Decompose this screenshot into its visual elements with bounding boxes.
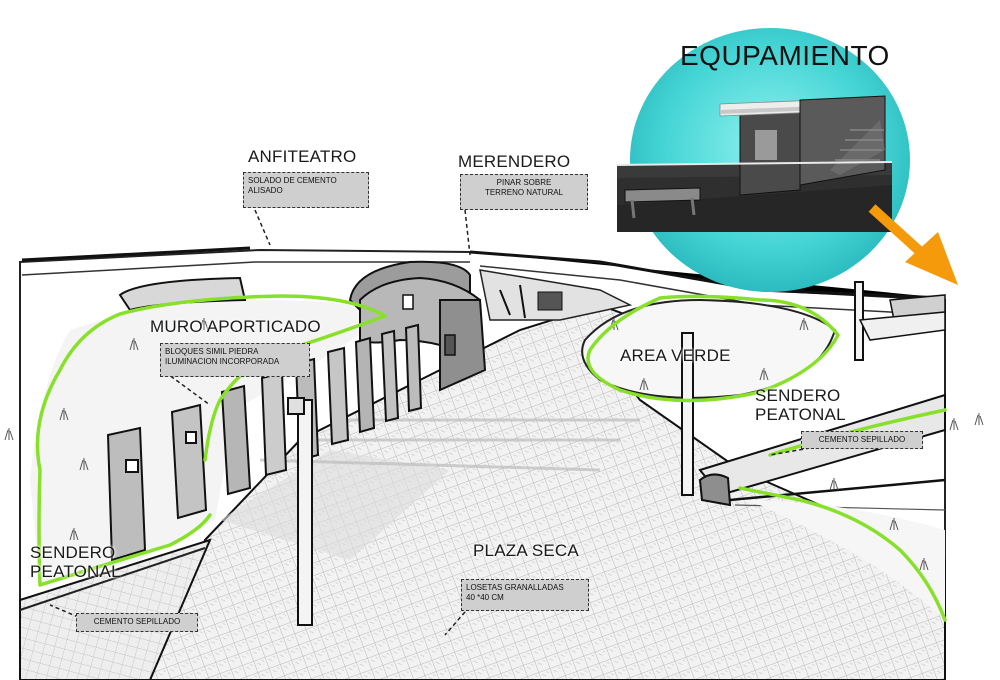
note-plaza-line-2: 40 *40 CM [466,593,504,602]
label-merendero: MERENDERO [458,152,571,171]
note-plaza: LOSETAS GRANALLADAS 40 *40 CM [461,579,589,611]
bench-far-right [858,294,946,341]
note-muro-line-2: ILUMINACION INCORPORADA [165,357,280,366]
equipamiento-render [616,95,893,232]
note-muro: BLOQUES SIMIL PIEDRA ILUMINACION INCORPO… [160,343,310,377]
orange-arrow-icon [868,204,958,285]
equipamiento-bubble [616,28,910,292]
note-muro-line-1: BLOQUES SIMIL PIEDRA [165,347,259,356]
lamp-posts [287,281,864,626]
anfiteatro-structure [118,260,487,392]
note-plaza-line-1: LOSETAS GRANALLADAS [466,583,564,592]
label-area-verde: AREA VERDE [620,346,731,365]
note-sendero-left: CEMENTO SEPILLADO [76,613,198,632]
merendero-area [479,269,633,321]
label-muro-aporticado: MURO APORTICADO [150,317,321,336]
left-walkway [19,538,212,680]
note-anfiteatro-line-2: ALISADO [248,186,283,195]
grass-tufts [4,318,984,571]
note-anfiteatro: SOLADO DE CEMENTO ALISADO [243,172,369,208]
equipamiento-title: EQUPAMIENTO [680,40,890,71]
label-sendero-peatonal-left: SENDERO PEATONAL [30,543,121,582]
note-merendero: PINAR SOBRE TERRENO NATURAL [460,174,588,210]
label-anfiteatro: ANFITEATRO [248,147,357,166]
note-sendero-right: CEMENTO SEPILLADO [801,431,923,449]
note-merendero-line-1: PINAR SOBRE [496,178,552,187]
muro-aporticado-pillars [106,323,423,562]
leader-lines [49,209,811,636]
plaza-shadow-band [220,450,450,560]
label-sendero-peatonal-right: SENDERO PEATONAL [755,386,846,425]
label-plaza-seca: PLAZA SECA [473,541,579,560]
note-merendero-line-2: TERRENO NATURAL [484,188,564,197]
bench-right [698,473,732,507]
note-anfiteatro-line-1: SOLADO DE CEMENTO [248,176,337,185]
